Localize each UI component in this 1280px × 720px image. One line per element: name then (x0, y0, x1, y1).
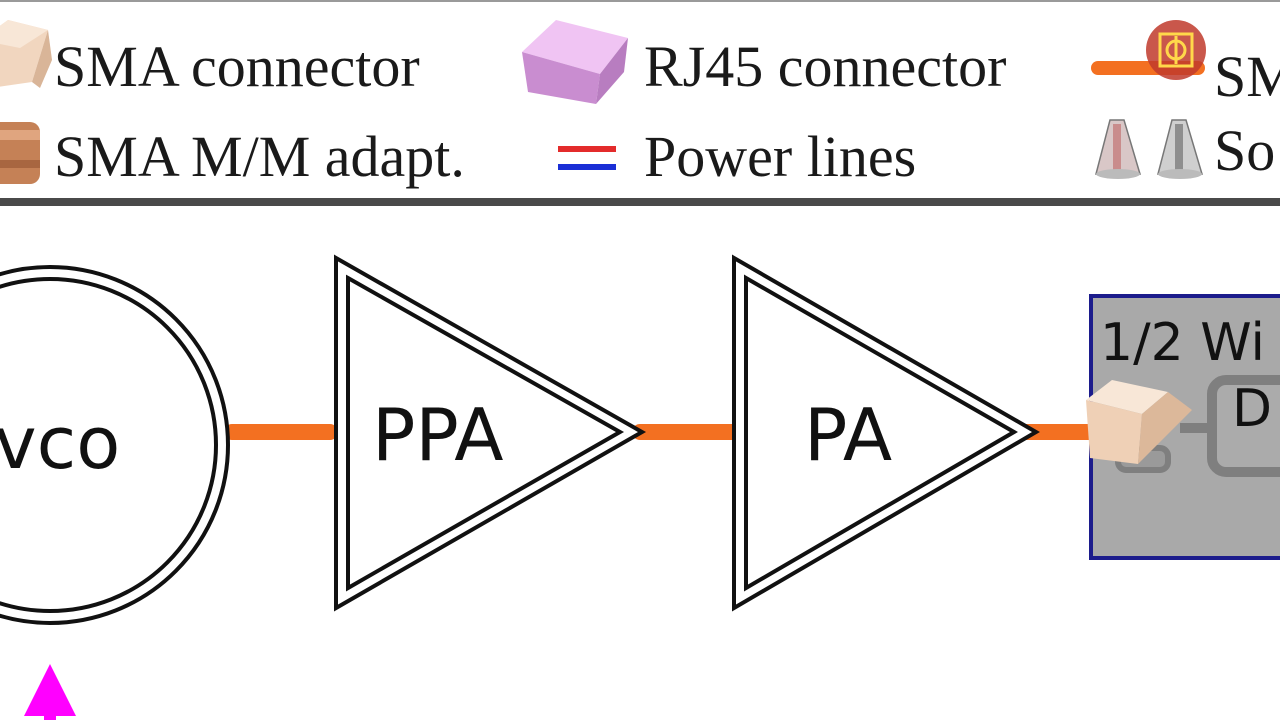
legend-rj45-connector: RJ45 connector (644, 34, 1006, 99)
vco-label: vco (0, 401, 120, 485)
pa-amplifier: PA (732, 254, 1040, 612)
legend-sma-mm-adapter: SMA M/M adapt. (54, 124, 465, 189)
legend-power-lines: Power lines (644, 124, 916, 189)
legend-sma-cable-partial: SM (1214, 44, 1280, 109)
legend-so-partial: So (1214, 118, 1275, 183)
power-lines-icon (558, 146, 616, 170)
legend: SMA connector RJ45 connector SM SMA M/M … (0, 20, 1280, 189)
top-border (0, 0, 1280, 2)
arrow-up-icon (24, 664, 76, 720)
box-title: 1/2 Wi (1100, 313, 1265, 373)
sma-adapter-icon (0, 122, 40, 184)
pa-label: PA (804, 393, 892, 477)
ppa-amplifier: PPA (334, 254, 647, 612)
ppa-label: PPA (372, 393, 503, 477)
legend-sma-connector: SMA connector (54, 34, 420, 99)
inner-label: D (1232, 379, 1272, 439)
divider-box: 1/2 Wi D (1086, 294, 1280, 560)
legend-separator (0, 198, 1280, 206)
cone-icon-pair (1095, 119, 1204, 179)
rj45-connector-icon (522, 20, 628, 104)
watermark-logo-icon (1146, 20, 1206, 80)
box-sma-connector-icon (1086, 380, 1192, 464)
sma-connector-icon (0, 20, 52, 88)
vco-block: vco (0, 265, 230, 625)
